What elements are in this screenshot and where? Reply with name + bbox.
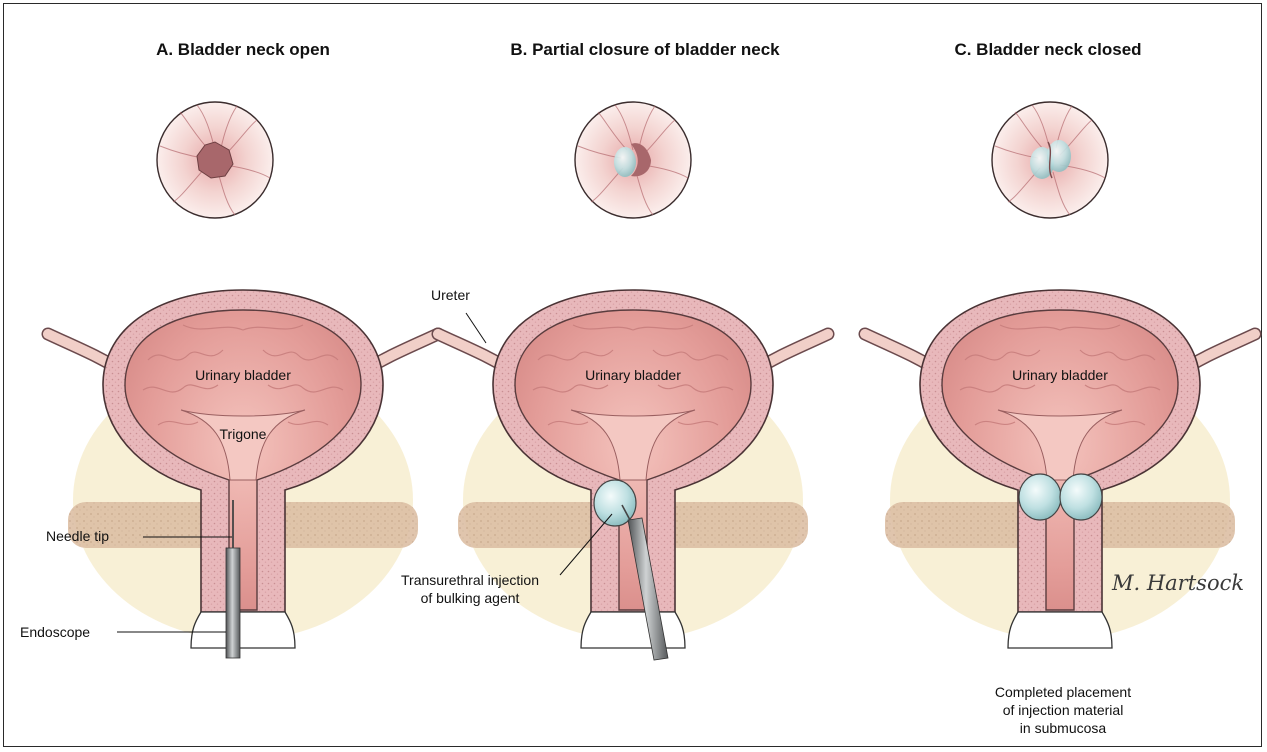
artist-signature: M. Hartsock: [1111, 571, 1244, 595]
urinary-bladder-label-b: Urinary bladder: [585, 367, 681, 383]
panel-a-title: A. Bladder neck open: [156, 40, 330, 60]
bulking-agent-c-right: [1060, 474, 1102, 520]
injection-label: Transurethral injection of bulking agent: [401, 571, 539, 607]
scope-view-closed: [992, 102, 1108, 218]
bulking-agent-c-left: [1019, 474, 1061, 520]
scope-view-open: [157, 102, 273, 218]
trigone-label: Trigone: [220, 426, 267, 442]
endoscope-label: Endoscope: [20, 624, 90, 640]
scope-view-partial: [575, 102, 691, 218]
panel-c-title: C. Bladder neck closed: [954, 40, 1141, 60]
completed-placement-label: Completed placement of injection materia…: [995, 683, 1131, 737]
ureter-leader: [466, 313, 486, 343]
ureter-label: Ureter: [431, 287, 470, 303]
urinary-bladder-label-a: Urinary bladder: [195, 367, 291, 383]
urinary-bladder-label-c: Urinary bladder: [1012, 367, 1108, 383]
bladder-diagram-a: [48, 290, 438, 648]
panel-b-title: B. Partial closure of bladder neck: [510, 40, 779, 60]
needle-tip-label: Needle tip: [46, 528, 109, 544]
